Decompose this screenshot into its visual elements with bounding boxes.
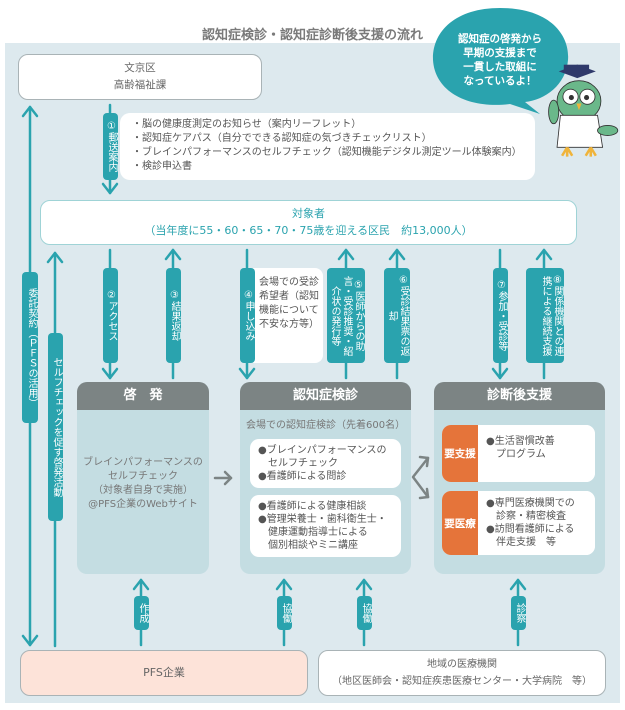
flow-label-4: ④申し込み — [240, 268, 255, 363]
screening-item: 健康運動指導士による — [258, 527, 368, 538]
bottom-label-create: 作成 — [134, 596, 149, 630]
bottom-label-exam: 診察 — [511, 596, 526, 630]
support-needed-box: 要支援 ●生活習慣改善 プログラム — [442, 425, 595, 482]
awareness-text: （対象者自身で実施） — [93, 485, 193, 496]
screening-item: ●看護師による問診 — [258, 471, 347, 482]
notice-item: ・認知症ケアパス（自分でできる認知症の気づきチェックリスト） — [132, 133, 432, 144]
screening-box-2: ●看護師による健康相談 ●管理栄養士・歯科衛生士・ 健康運動指導士による 個別相… — [250, 495, 401, 557]
post-diagnosis-column: 診断後支援 要支援 ●生活習慣改善 プログラム 要医療 ●専門医療機関での 診察… — [434, 382, 605, 574]
flow-label-1: ①郵送案内 — [103, 113, 118, 180]
screening-item: 個別相談やミニ講座 — [258, 540, 358, 551]
target-box: 対象者 （当年度に55・60・65・70・75歳を迎える区民 約13,000人） — [40, 200, 577, 245]
awareness-column: 啓 発 ブレインパフォーマンスの セルフチェック （対象者自身で実施） @PFS… — [77, 382, 209, 574]
post-diagnosis-title: 診断後支援 — [434, 382, 605, 410]
medical-item: ●訪問看護師による — [486, 524, 575, 535]
speech-bubble — [432, 8, 569, 114]
medical-title: 地域の医療機関 — [427, 659, 497, 670]
bubble-line: 認知症の啓発から — [458, 33, 542, 45]
flow-label-6: ⑥受診結果票の返却 — [384, 268, 410, 363]
contract-label: 委託契約（ＰＦＳの活用） — [22, 272, 38, 423]
medical-item: ●専門医療機関での — [486, 498, 575, 509]
flow-label-5: ⑤医師からの助言・受診推奨・紹介状の発行等 — [327, 268, 365, 363]
medical-item: 伴走支援 等 — [486, 537, 556, 548]
screening-item: ●ブレインパフォーマンスの — [258, 445, 387, 456]
screening-title: 認知症検診 — [240, 382, 411, 410]
flow-label-3: ③結果返却 — [166, 268, 181, 363]
awareness-text: ブレインパフォーマンスの — [83, 457, 203, 468]
support-needed-tag: 要支援 — [442, 425, 478, 482]
screening-item: ●看護師による健康相談 — [258, 501, 367, 512]
pfs-company-box: PFS企業 — [20, 650, 308, 696]
screening-item: ●管理栄養士・歯科衛生士・ — [258, 514, 387, 525]
flow-label-2: ②アクセス — [103, 268, 118, 363]
local-medical-institutions-box: 地域の医療機関 （地区医師会・認知症疾患医療センター・大学病院 等） — [318, 650, 606, 696]
ward-department: 高齢福祉課 — [113, 79, 167, 91]
bubble-line: 一貫した取組に — [463, 61, 537, 73]
awareness-activity-label: セルフチェックを促す啓発活動 — [48, 333, 63, 521]
screening-subtitle: 会場での認知症検診（先着600名） — [246, 420, 406, 431]
screening-column: 認知症検診 会場での認知症検診（先着600名） ●ブレインパフォーマンスの セル… — [240, 382, 411, 574]
bubble-text: 認知症の啓発から 早期の支援まで 一貫した取組に なっているよ！ — [440, 32, 560, 88]
bubble-line: 早期の支援まで — [463, 47, 537, 59]
awareness-text: @PFS企業のWebサイト — [88, 499, 198, 510]
page-title: 認知症検診・認知症診断後支援の流れ — [201, 28, 423, 43]
target-title: 対象者 — [292, 207, 325, 220]
notice-item: ・検診申込書 — [132, 161, 192, 172]
bottom-label-collab-2: 協働 — [357, 596, 372, 630]
medical-description: （地区医師会・認知症疾患医療センター・大学病院 等） — [332, 676, 592, 687]
owl-mascot-icon — [548, 64, 619, 157]
medical-care-needed-tag: 要医療 — [442, 491, 478, 555]
awareness-title: 啓 発 — [77, 382, 209, 410]
flow-label-7: ⑦参加・受診等 — [493, 268, 508, 363]
notice-item: ・ブレインパフォーマンスのセルフチェック（認知機能デジタル測定ツール体験案内） — [132, 147, 522, 158]
awareness-text: セルフチェック — [108, 471, 178, 482]
ward-name: 文京区 — [124, 62, 156, 74]
medical-care-needed-box: 要医療 ●専門医療機関での 診察・精密検査 ●訪問看護師による 伴走支援 等 — [442, 491, 595, 555]
bunkyo-ward-box: 文京区 高齢福祉課 — [18, 54, 262, 100]
support-item: ●生活習慣改善 — [486, 436, 555, 447]
notice-item: ・脳の健康度測定のお知らせ（案内リーフレット） — [132, 119, 362, 130]
support-item: プログラム — [486, 449, 546, 460]
bubble-line: なっているよ！ — [463, 75, 537, 87]
flow-label-8: ⑧関係機関との連携による継続支援 — [526, 268, 564, 363]
application-note: 会場での受診希望者（認知機能について不安な方等） — [245, 268, 323, 363]
gray-arrow-right — [213, 470, 233, 486]
bottom-label-collab-1: 協働 — [277, 596, 292, 630]
medical-item: 診察・精密検査 — [486, 511, 566, 522]
target-description: （当年度に55・60・65・70・75歳を迎える区民 約13,000人） — [144, 224, 473, 237]
mailing-contents-box: ・脳の健康度測定のお知らせ（案内リーフレット） ・認知症ケアパス（自分でできる認… — [120, 113, 535, 180]
screening-box-1: ●ブレインパフォーマンスの セルフチェック ●看護師による問診 — [250, 439, 401, 488]
gray-branch-arrows — [411, 455, 430, 500]
screening-item: セルフチェック — [258, 458, 338, 469]
